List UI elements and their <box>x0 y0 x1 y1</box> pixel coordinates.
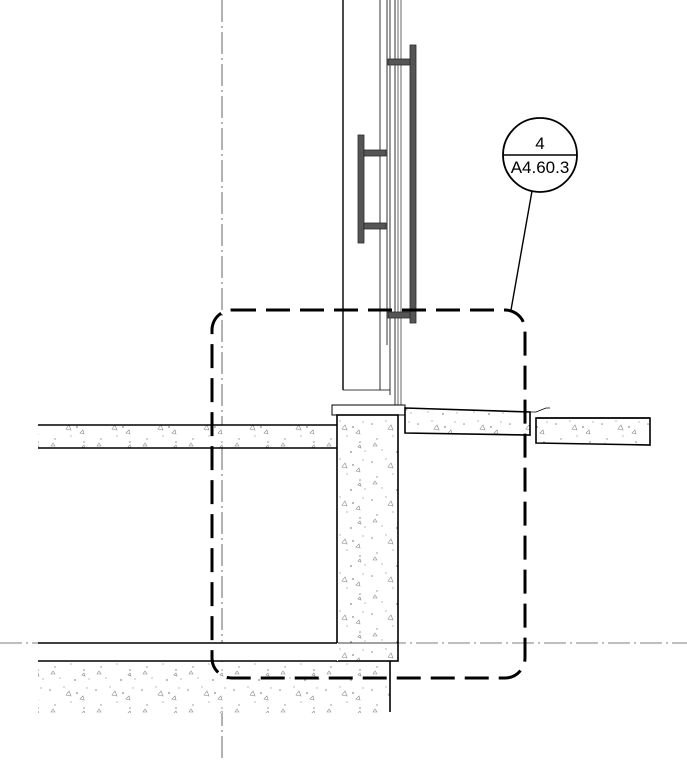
left-floor-slab <box>38 424 344 449</box>
handle-standoff <box>387 58 411 66</box>
handle-standoff <box>363 222 387 230</box>
handle-standoff <box>363 149 387 157</box>
handle-grip <box>409 44 417 324</box>
exterior-paving <box>535 417 651 446</box>
compacted-fill <box>38 663 390 713</box>
sheet-reference-label: A4.60.3 <box>511 158 570 177</box>
lower-slab <box>38 642 338 662</box>
detail-number-label: 4 <box>535 134 544 153</box>
threshold-plate <box>331 404 406 416</box>
door-pull-handle-inner <box>357 134 387 244</box>
handle-grip <box>357 134 365 244</box>
foundation-wall <box>336 414 399 662</box>
detail-boundary-dashed <box>210 308 527 680</box>
detail-callout-bubble[interactable]: 4 A4.60.3 <box>502 117 578 193</box>
wall-frame-lines <box>342 0 402 408</box>
callout-leader-line <box>510 190 533 311</box>
door-pull-handle-outer <box>387 44 417 324</box>
exterior-sloped-slab <box>404 407 550 436</box>
frame-step <box>379 345 390 391</box>
handle-standoff <box>387 311 411 319</box>
